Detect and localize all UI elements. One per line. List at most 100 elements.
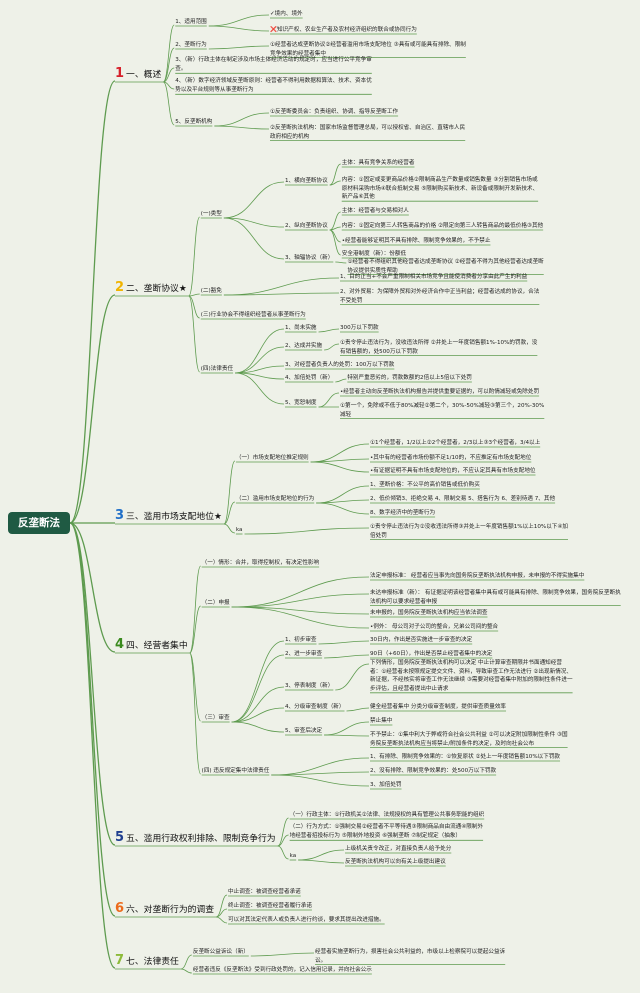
- leaf-node[interactable]: ✓境内、境外: [270, 11, 303, 17]
- leaf-node[interactable]: ②反垄断执法机构：国家市场监督管理总局，可以授权省、自治区、直辖市人民 政府相应…: [270, 125, 466, 140]
- branch-node[interactable]: 2、垄断行为: [175, 41, 207, 48]
- branch-node[interactable]: （一）市场支配地位推定规则: [235, 454, 309, 461]
- leaf-node[interactable]: 2、对外贸易：为保障外贸和对外经济合作中正当利益；经营者达成的协议，合法 不受处…: [340, 289, 540, 304]
- branch-node[interactable]: (四)法律责任: [200, 365, 234, 372]
- branch-node[interactable]: （一）情形：合并，取得控制权，有决定性影响: [201, 559, 320, 566]
- leaf-node[interactable]: ①经营者达成垄断协议②经营者滥用市场支配地位 ③具有或可能具有排除、限制 竞争效…: [270, 42, 466, 57]
- branch-node[interactable]: （二）滥用市场支配地位的行为: [235, 495, 315, 502]
- section-title: 五、滥用行政权利排除、限制竞争行为: [126, 834, 276, 844]
- leaf-node[interactable]: 1、有排除、限制竞争效果的：①恢复原状 ②处上一年度销售额10%以下罚款: [370, 754, 561, 760]
- branch-node[interactable]: 4、（新）数字经济领域反垄断原则：经营者不得利用数据和算法、技术、资本优 势以及…: [175, 78, 372, 93]
- sub-branch-node[interactable]: 5、审查后决定: [285, 728, 323, 734]
- leaf-node[interactable]: 300万以下罚款: [340, 325, 379, 331]
- leaf-node[interactable]: 禁止集中: [370, 718, 393, 724]
- connector-line: [250, 952, 315, 957]
- leaf-node[interactable]: 主体：具有竞争关系的经营者: [341, 160, 415, 166]
- sub-branch-node[interactable]: 4、分级审查制度（新）: [285, 704, 345, 710]
- branch-node[interactable]: （三）审查: [201, 714, 230, 721]
- connector-line: [223, 523, 235, 534]
- leaf-node[interactable]: 2、没有排除、限制竞争效果的：处500万以下罚款: [370, 768, 497, 774]
- branch-node[interactable]: (三)行业协会不得组织经营者从事垄断行为: [200, 311, 306, 318]
- leaf-node[interactable]: 未达申报标准（新）： 有证据证明该经营者集中具有或可能具有排除、限制竞争效果，国…: [370, 590, 621, 605]
- connector-line: [346, 707, 370, 712]
- leaf-node[interactable]: 不予禁止：①集中利大于弊或符合社会公共利益 ②可以决定附加限制性条件 ③国 务院…: [370, 732, 568, 747]
- sub-branch-node[interactable]: 3、对经营者负责人的处罚：100万以下罚款: [285, 362, 395, 368]
- leaf-node[interactable]: 8、数字经济中的垄断行为: [370, 510, 436, 516]
- leaf-node[interactable]: ①经营者不得组织其他经营者达成垄断协议 ②经营者不得为其他经营者达成垄断 协议提…: [347, 259, 544, 274]
- sub-branch-node[interactable]: 1、初步审查: [285, 637, 317, 643]
- leaf-node[interactable]: 下列情形，国务院反垄断执法机构可以决定 中止计算审查期限并书面通知经营 者：①经…: [370, 660, 573, 692]
- sub-branch-node[interactable]: 5、宽恕制度: [285, 400, 317, 406]
- leaf-node[interactable]: 1、垄断价格：不公平的高价销售或低价购买: [370, 482, 480, 488]
- connector-line: [231, 707, 285, 723]
- sub-branch-node[interactable]: 4、加倍处罚（新）: [285, 375, 334, 381]
- branch-node[interactable]: 反垄断公益诉讼（新）: [192, 948, 249, 955]
- sub-branch-node[interactable]: 3、轴辐协议（新）: [285, 255, 334, 261]
- leaf-node[interactable]: 法定申报标准： 经营者应当事先向国务院反垄断执法机构申报，未申报的不得实施集中: [370, 573, 585, 579]
- leaf-node[interactable]: 特别严重恶劣的，罚款数额的2倍以上5倍以下处罚: [347, 375, 472, 381]
- branch-node[interactable]: （一）行政主体：①行政机关②法律、法规授权的具有管理公共事务职能的组织: [289, 811, 485, 818]
- branch-node[interactable]: （二）行为方式：①强制交易②经营者不平等待遇③限制商品自由流通④限制外 地经营者…: [289, 824, 484, 839]
- leaf-node[interactable]: 30日内，作出是否实施进一步审查的决定: [370, 637, 473, 643]
- leaf-node[interactable]: 90日（+60日），作出是否禁止经营者集中的决定: [370, 651, 493, 657]
- leaf-node[interactable]: •经营者能够证明其不具有排除、限制竞争效果的，不予禁止: [341, 238, 491, 244]
- leaf-node[interactable]: 上级机关责令改正，对直接负责人给予处分: [345, 846, 452, 852]
- leaf-node[interactable]: 内容：①固定或变更商品价格②限制商品生产数量或销售数量 ③分割销售市场或 原材料…: [341, 177, 539, 201]
- branch-node[interactable]: 5、反垄断机构: [175, 118, 213, 125]
- leaf-node[interactable]: •其中有的经营者市场份额不足1/10的，不应推定有市场支配地位: [370, 455, 532, 461]
- leaf-node[interactable]: ❌知识产权、农业生产者及农村经济组织的联合或协同行为: [270, 27, 417, 33]
- leaf-node[interactable]: 主体：经营者与交易相对人: [341, 208, 409, 214]
- leaf-node[interactable]: 经营者实施垄断行为，损害社会公共利益的，市级以上检察院可以提起公益诉 讼。: [315, 949, 506, 964]
- leaf-node[interactable]: 3、加倍处罚: [370, 782, 402, 788]
- branch-node[interactable]: 1、适用范围: [175, 18, 207, 25]
- connector-line: [188, 216, 201, 297]
- leaf-node[interactable]: 内容：①固定向第三人转售商品的价格 ②限定向第三人转售商品的最低价格③其他: [341, 223, 544, 229]
- leaf-node[interactable]: ①责令停止违法行为②没收违法所得③并处上一年度销售额1%以上10%以下④加 倍处…: [370, 524, 568, 539]
- connector-line: [329, 229, 341, 256]
- sub-branch-node[interactable]: 3、停表制度（新）: [285, 683, 334, 689]
- branch-node[interactable]: (四) 违反规定集中法律责任: [201, 767, 270, 774]
- connector-line: [180, 954, 192, 970]
- sub-branch-node[interactable]: 2、进一步审查: [285, 651, 323, 657]
- leaf-node[interactable]: 安全港制度（新）：份额低: [341, 251, 407, 257]
- branch-node[interactable]: ka: [289, 852, 297, 859]
- sub-branch-node[interactable]: 1、横向垄断协议: [285, 178, 328, 184]
- branch-node[interactable]: 可以对其法定代表人或负责人进行约谈，要求其提出改进措施。: [228, 916, 385, 923]
- branch-node[interactable]: ka: [235, 526, 243, 533]
- leaf-node[interactable]: 健全经营者集中 分类分级审查制度，提供审查质量效率: [370, 704, 507, 710]
- leaf-node[interactable]: ①反垄断委员会：负责组织、协调、指导反垄断工作: [270, 109, 399, 115]
- branch-node[interactable]: 终止调查：被调查经营者履行承诺: [228, 902, 312, 909]
- branch-node[interactable]: (二)豁免: [200, 287, 222, 294]
- section-title: 一、概述: [126, 70, 162, 80]
- leaf-node[interactable]: 2、低价倾销3、拒绝交易 4、限制交易 5、搭售行为 6、差别待遇 7、其他: [370, 496, 556, 502]
- leaf-node[interactable]: 未申报的，国务院反垄断执法机构应当依法调查: [370, 610, 488, 616]
- sub-branch-node[interactable]: 2、纵向垄断协议: [285, 223, 328, 229]
- connector-line: [69, 522, 116, 917]
- connector-line: [277, 817, 289, 847]
- branch-node[interactable]: 经营者违反《反垄断法》受到行政处罚的，记入信用记录，并向社会公示: [192, 966, 372, 973]
- leaf-node[interactable]: •例外： 母公司对子公司的整合，兄弟公司间的整合: [370, 624, 499, 630]
- leaf-node[interactable]: •有证据证明不具有市场支配地位的，不应认定其具有市场支配地位: [370, 468, 536, 474]
- section-number: 2: [115, 280, 125, 295]
- branch-node[interactable]: 中止调查：被调查经营者承诺: [228, 888, 301, 895]
- branch-node[interactable]: （二）申报: [201, 599, 230, 606]
- leaf-node[interactable]: ①第一个，免除或不低于80%减轻②第二个，30%-50%减轻③第三个，20%-3…: [340, 403, 545, 418]
- leaf-node[interactable]: ①1个经营者，1/2以上②2个经营者，2/3以上③3个经营者，3/4以上: [370, 440, 541, 446]
- leaf-node[interactable]: •经营者主动向反垄断执法机构报告并提供重要证据的，可以酌情减轻或免除处罚: [340, 389, 540, 395]
- sub-branch-node[interactable]: 2、达成并实施: [285, 343, 323, 349]
- leaf-node[interactable]: ①责令停止违法行为，没收违法所得 ②并处上一年度销售额1%-10%的罚款，没 有…: [340, 340, 538, 355]
- root-node[interactable]: 反垄断法: [8, 512, 70, 534]
- sub-branch-node[interactable]: 1、尚未实施: [285, 325, 317, 331]
- branch-node[interactable]: 3、（新）行政主体在制定涉及市场主体经济活动的规定时，应当进行公平竞争审 查。: [175, 57, 372, 72]
- connector-line: [244, 527, 370, 535]
- leaf-node[interactable]: 反垄断执法机构可以向有关上级提出建议: [345, 859, 446, 865]
- leaf-node[interactable]: 1、目的正当+不会严重限制相关市场竞争且能使消费者分享由此产生的利益: [340, 274, 528, 280]
- branch-node[interactable]: (一)类型: [200, 210, 222, 217]
